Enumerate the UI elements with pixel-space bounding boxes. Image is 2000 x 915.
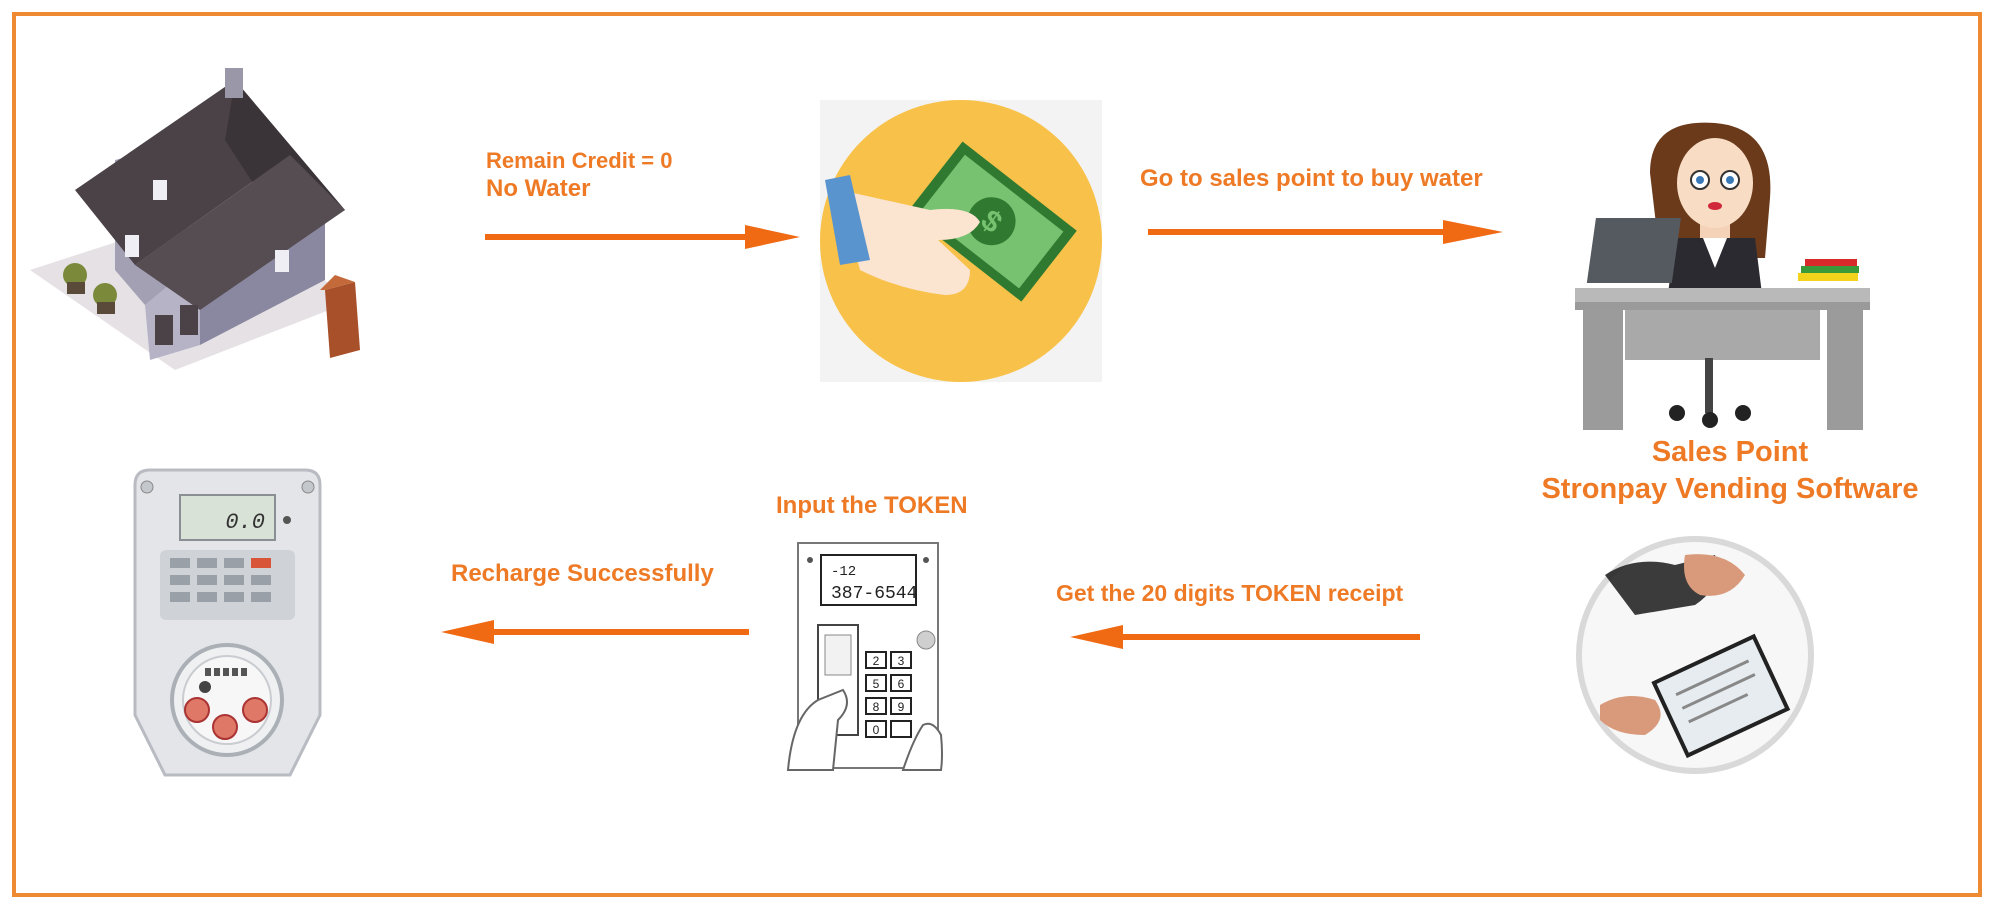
token-receipt-handover-icon [1576,536,1814,774]
keypad-key: 5 [873,677,880,691]
arrow-to-token-input [1070,625,1420,649]
sales-point-title: Sales Point [1651,436,1809,468]
sales-point-label: Sales Point Stronpay Vending Software [1520,434,1940,508]
token-receipt-label: Get the 20 digits TOKEN receipt [1056,580,1404,606]
house-icon [30,68,360,370]
cash-payment-icon: $ [820,100,1102,382]
sales-clerk-icon [1575,122,1870,430]
keypad-key: 2 [873,654,880,668]
no-credit-label: Remain Credit = 0 No Water [486,147,672,203]
keypad-input-icon: -12 387-6544 2 3 5 6 8 9 0 [786,542,943,771]
keypad-display-line1: -12 [831,564,856,580]
diagram-frame [12,12,1982,897]
keypad-display-line2: 387-6544 [831,584,917,604]
keypad-key: 0 [873,723,880,737]
arrow-to-meter [441,620,749,644]
vending-software-title: Stronpay Vending Software [1541,473,1919,505]
arrow-to-payment [485,225,800,249]
keypad-key: 8 [873,700,880,714]
recharge-label: Recharge Successfully [451,560,714,587]
go-buy-label: Go to sales point to buy water [1140,165,1483,192]
no-water-text: No Water [486,175,591,202]
keypad-key: 3 [898,654,905,668]
water-meter-icon: 0.0 [133,468,322,777]
meter-display-value: 0.0 [225,510,265,535]
keypad-key: 6 [898,677,905,691]
input-token-label: Input the TOKEN [776,492,968,519]
arrow-to-sales-point [1148,220,1503,244]
remain-credit-text: Remain Credit = 0 [486,148,673,173]
keypad-key: 9 [898,700,905,714]
